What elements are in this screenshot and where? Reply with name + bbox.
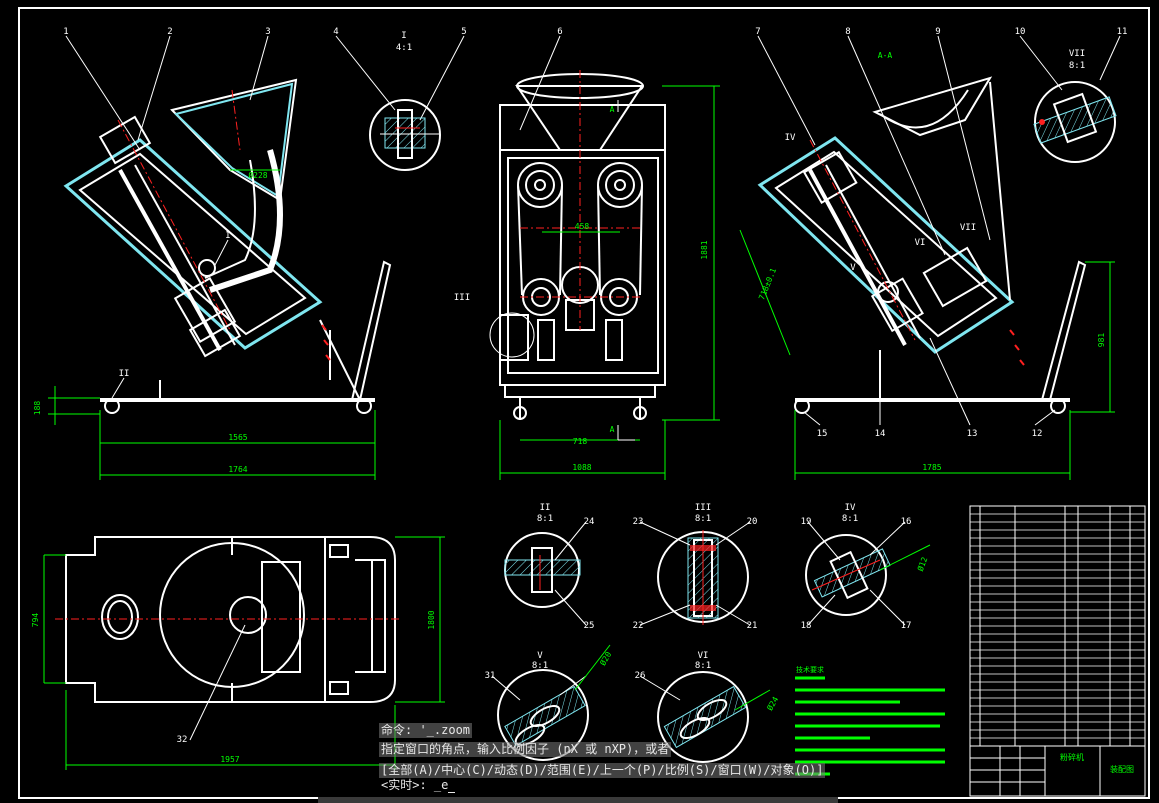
- status-bar[interactable]: [318, 797, 838, 803]
- dim-1800: 1800: [427, 610, 436, 629]
- title-block-drawing-no: 装配图: [1110, 764, 1134, 774]
- balloon-4: 4: [333, 27, 338, 37]
- marker-IV: IV: [785, 133, 796, 143]
- balloon-22: 22: [633, 621, 644, 631]
- dim-188: 188: [33, 401, 42, 416]
- section-label: A-A: [878, 51, 893, 60]
- command-prompt-label: <实时>:: [381, 778, 427, 792]
- detail-VI-id: VI: [698, 651, 709, 661]
- balloon-19: 19: [801, 517, 812, 527]
- marker-II: II: [119, 369, 130, 379]
- balloon-10: 10: [1015, 27, 1026, 37]
- dim-pipe-dia: Ø228: [248, 170, 267, 180]
- balloon-13: 13: [967, 429, 978, 439]
- balloon-5: 5: [461, 27, 466, 37]
- marker-I: I: [225, 231, 230, 241]
- balloon-21: 21: [747, 621, 758, 631]
- balloon-6: 6: [557, 27, 562, 37]
- detail-VII-id: VII: [1069, 49, 1085, 59]
- text-cursor: [448, 781, 456, 793]
- title-block[interactable]: [969, 745, 1146, 797]
- detail-VII-view[interactable]: [1033, 81, 1117, 163]
- dim-981: 981: [1097, 333, 1106, 348]
- detail-II-id: II: [540, 503, 551, 513]
- balloon-7: 7: [755, 27, 760, 37]
- dim-1088: 1088: [572, 463, 591, 472]
- balloon-16: 16: [901, 517, 912, 527]
- command-input-line[interactable]: <实时>: _e: [379, 778, 458, 793]
- dim-1565: 1565: [228, 433, 247, 442]
- detail-V-view[interactable]: [497, 669, 589, 761]
- detail-IV-view[interactable]: [805, 534, 891, 616]
- dim-1764: 1764: [228, 465, 247, 474]
- balloon-18: 18: [801, 621, 812, 631]
- section-marker-top: A: [610, 105, 615, 114]
- balloon-20: 20: [747, 517, 758, 527]
- dim-794: 794: [31, 613, 40, 628]
- detail-III-id: III: [695, 503, 711, 513]
- balloon-26: 26: [635, 671, 646, 681]
- marker-VI: VI: [915, 238, 926, 248]
- detail-I-id: I: [401, 31, 406, 41]
- dim-718: 718: [573, 437, 588, 446]
- marker-III: III: [454, 293, 470, 303]
- marker-VII: VII: [960, 223, 976, 233]
- balloon-25: 25: [584, 621, 595, 631]
- dim-detail-IV-dia: Ø12: [915, 555, 929, 572]
- balloon-8: 8: [845, 27, 850, 37]
- command-input-value[interactable]: _e: [433, 778, 449, 792]
- detail-IV-id: IV: [845, 503, 856, 513]
- plan-view[interactable]: [65, 536, 396, 703]
- balloon-9: 9: [935, 27, 940, 37]
- dim-detail-VI-dia: Ø24: [764, 695, 780, 713]
- dim-458: 458: [575, 222, 590, 231]
- left-side-view[interactable]: [63, 78, 392, 414]
- balloon-31: 31: [485, 671, 496, 681]
- command-history-line-1: 命令: '_.zoom: [379, 723, 473, 738]
- detail-VII-scale: 8:1: [1069, 61, 1085, 71]
- balloon-11: 11: [1117, 27, 1128, 37]
- dim-1785: 1785: [922, 463, 941, 472]
- section-marker-bottom: A: [610, 425, 615, 434]
- balloon-3: 3: [265, 27, 270, 37]
- front-view[interactable]: [499, 73, 666, 420]
- title-block-name: 粉碎机: [1060, 752, 1084, 762]
- detail-III-scale: 8:1: [695, 514, 711, 524]
- balloon-23: 23: [633, 517, 644, 527]
- tech-notes-block: [795, 676, 945, 776]
- marker-V: V: [850, 263, 856, 273]
- balloon-1: 1: [63, 27, 68, 37]
- detail-I-scale: 4:1: [396, 43, 412, 53]
- command-history-line-2: 指定窗口的角点，输入比例因子 (nX 或 nXP)，或者: [379, 742, 672, 757]
- balloon-2: 2: [167, 27, 172, 37]
- balloon-15: 15: [817, 429, 828, 439]
- detail-VI-view[interactable]: [657, 671, 749, 763]
- dim-1881: 1881: [700, 240, 709, 259]
- detail-II-view[interactable]: [504, 532, 581, 608]
- detail-II-scale: 8:1: [537, 514, 553, 524]
- tech-notes-title: 技术要求: [796, 665, 824, 674]
- balloon-12: 12: [1032, 429, 1043, 439]
- command-options-line: [全部(A)/中心(C)/动态(D)/范围(E)/上一个(P)/比例(S)/窗口…: [379, 763, 826, 778]
- detail-V-id: V: [537, 651, 543, 661]
- detail-VI-scale: 8:1: [695, 661, 711, 671]
- detail-III-view[interactable]: [657, 530, 749, 625]
- balloon-14: 14: [875, 429, 886, 439]
- detail-I-view[interactable]: [369, 99, 441, 171]
- balloon-17: 17: [901, 621, 912, 631]
- detail-IV-scale: 8:1: [842, 514, 858, 524]
- balloon-32: 32: [177, 735, 188, 745]
- dim-718-tol: 718±0.1: [757, 267, 778, 302]
- dim-1957: 1957: [220, 755, 239, 764]
- balloon-24: 24: [584, 517, 595, 527]
- dim-detail-V-dia: Ø20: [597, 650, 613, 668]
- detail-V-scale: 8:1: [532, 661, 548, 671]
